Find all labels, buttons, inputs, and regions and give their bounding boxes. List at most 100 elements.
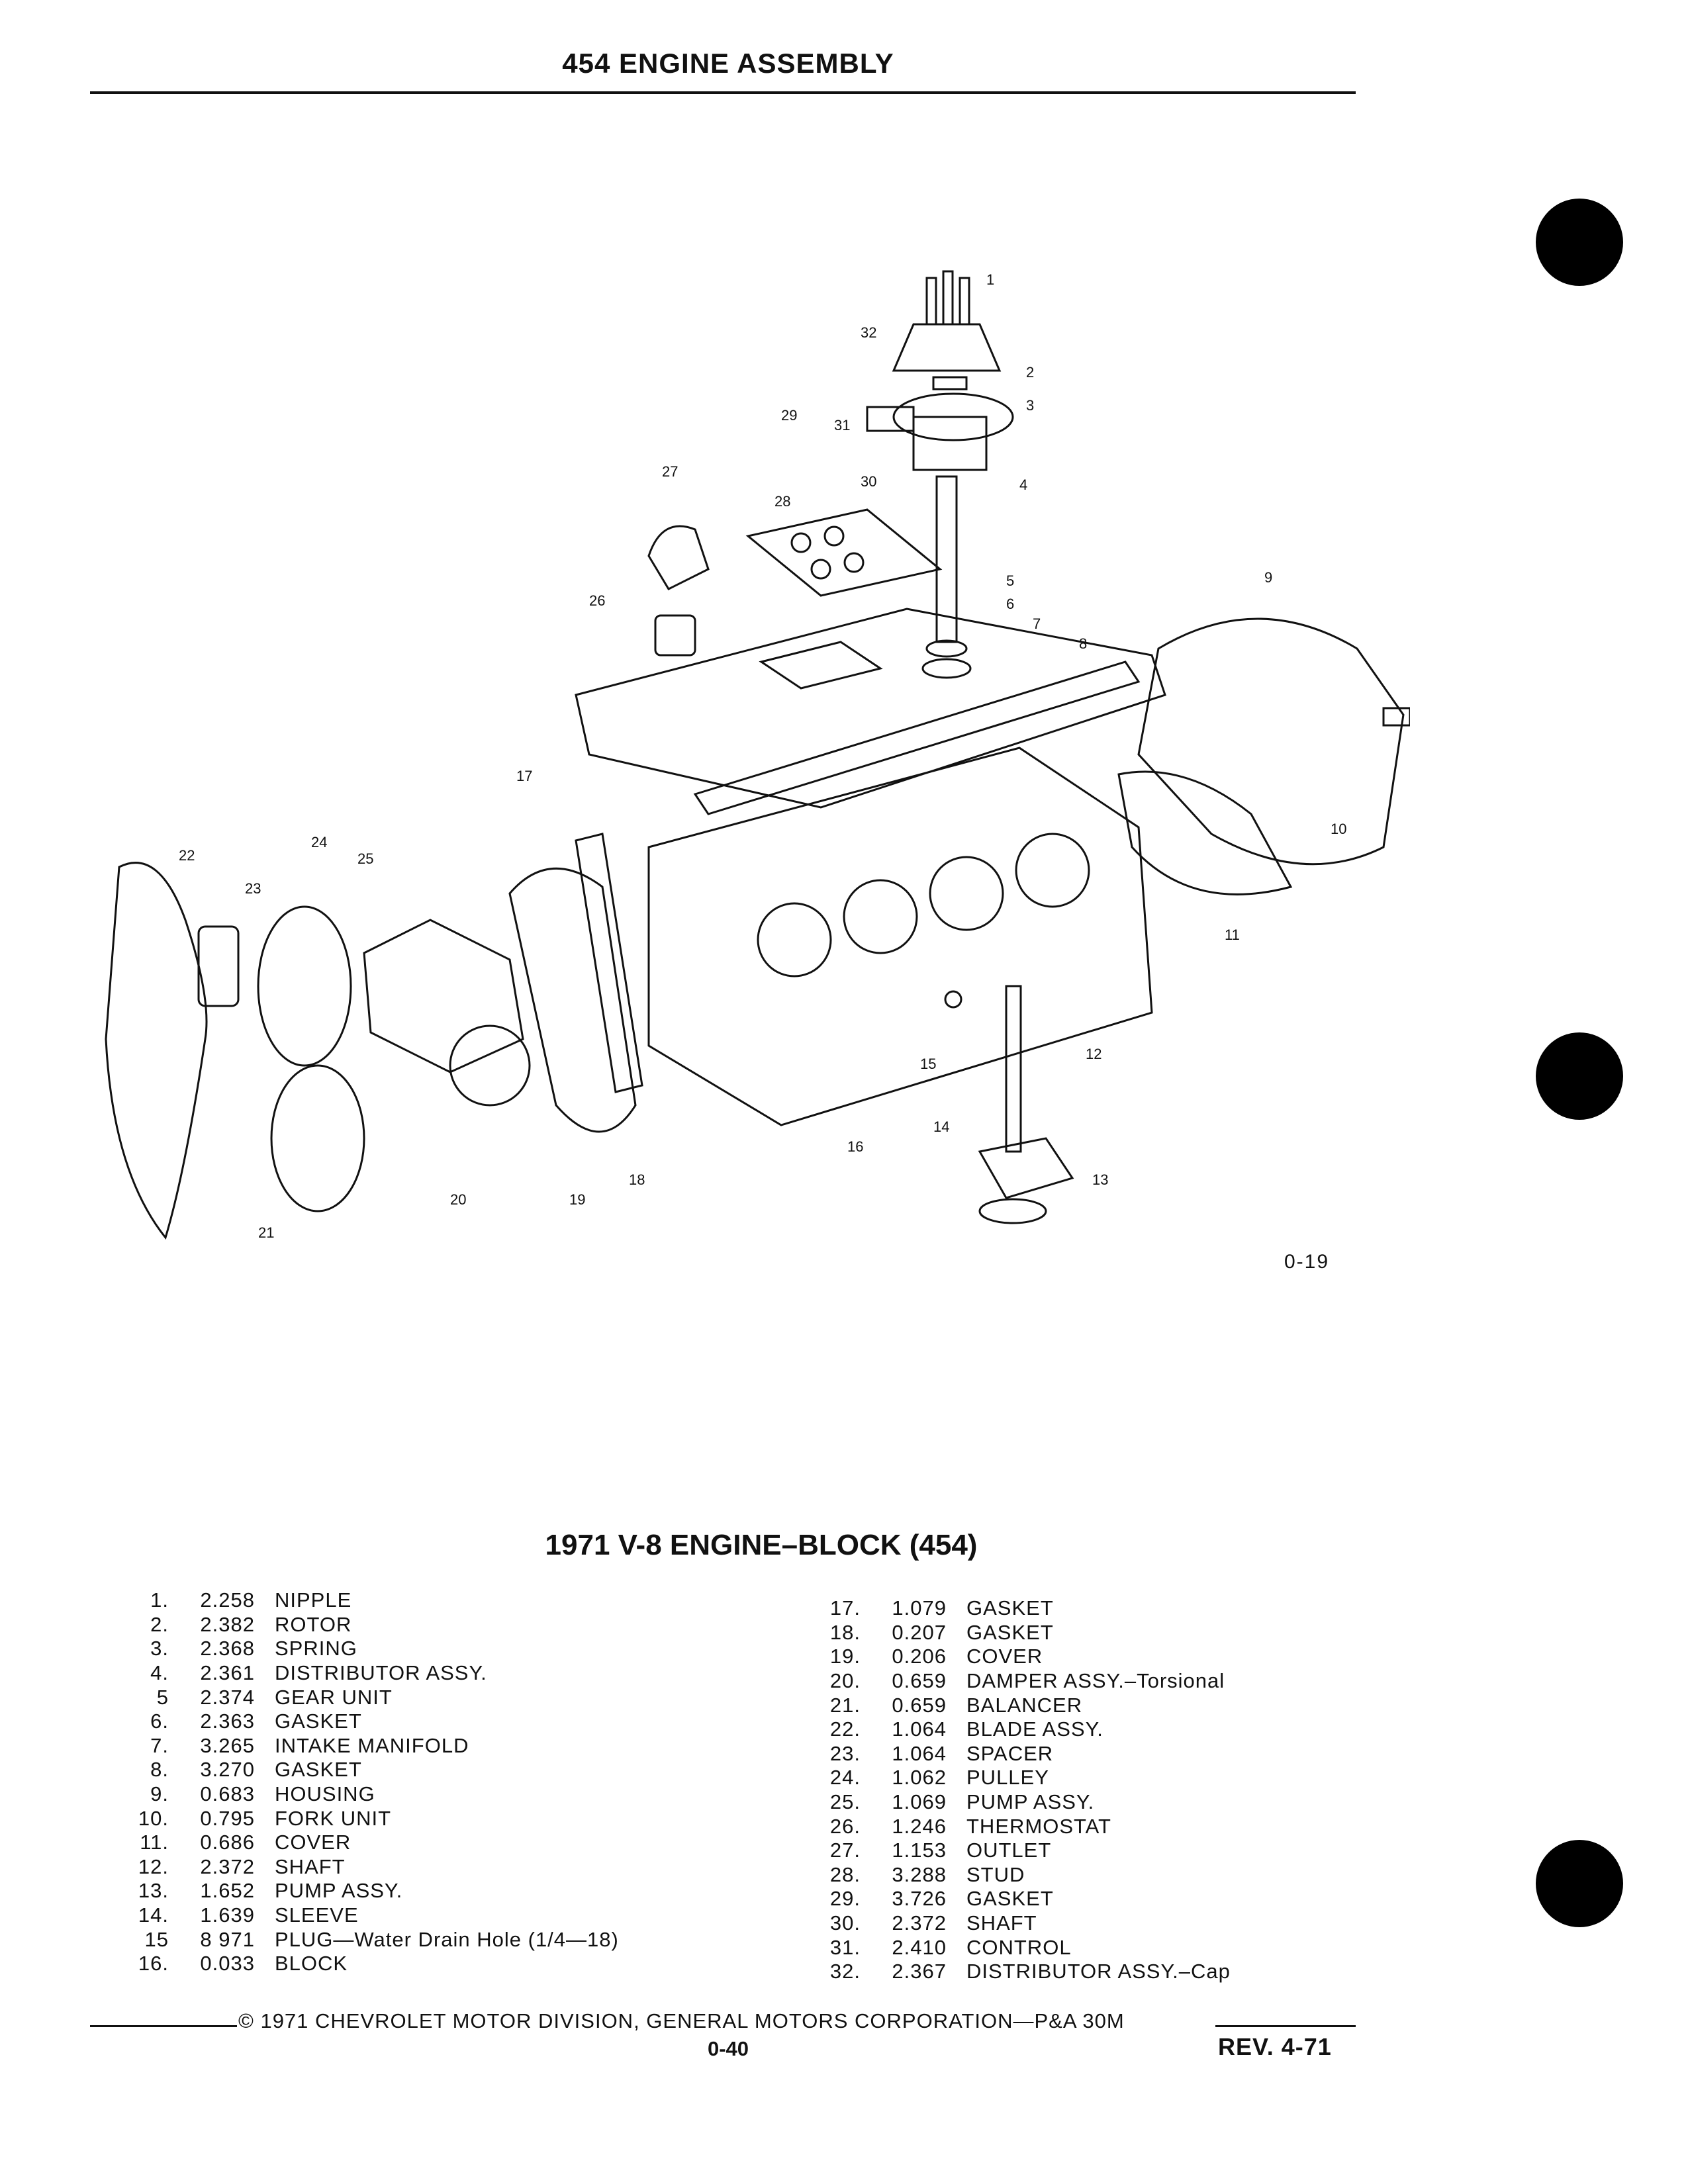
- callout-23: 23: [245, 880, 261, 897]
- part-code: 2.374: [200, 1685, 255, 1709]
- part-code: 2.363: [200, 1709, 255, 1733]
- part-number: 25.: [829, 1790, 861, 1814]
- part-code: 2.372: [200, 1854, 255, 1878]
- part-name: SPACER: [966, 1741, 1054, 1765]
- part-name: SLEEVE: [275, 1903, 359, 1927]
- part-name: SHAFT: [275, 1854, 346, 1878]
- parts-list-row: 12. 2.372 SHAFT: [122, 1855, 619, 1880]
- part-name: DISTRIBUTOR ASSY.: [275, 1661, 487, 1685]
- part-number: 24.: [829, 1766, 861, 1790]
- carburetor-gasket-shape: [745, 508, 943, 597]
- part-code: 2.258: [200, 1588, 255, 1612]
- part-name: BALANCER: [966, 1693, 1083, 1717]
- part-name: GASKET: [275, 1758, 362, 1782]
- callout-27: 27: [662, 463, 678, 480]
- callout-12: 12: [1086, 1046, 1102, 1062]
- callout-13: 13: [1092, 1171, 1108, 1188]
- part-code: 0.686: [200, 1831, 255, 1854]
- binder-hole-top: [1536, 199, 1623, 286]
- part-code: 3.270: [200, 1758, 255, 1782]
- callout-18: 18: [629, 1171, 645, 1188]
- callout-3: 3: [1026, 397, 1034, 414]
- footer-rule-left: [90, 2025, 237, 2027]
- part-code: 0.206: [892, 1645, 947, 1668]
- part-number: 17.: [829, 1596, 861, 1620]
- revision-label: REV. 4-71: [1218, 2033, 1332, 2060]
- damper-shape: [449, 1024, 531, 1107]
- bell-housing-shape: [1137, 617, 1405, 866]
- fork-unit-shape: [1382, 707, 1411, 727]
- part-name: OUTLET: [966, 1839, 1052, 1862]
- part-code: 1.079: [892, 1596, 947, 1620]
- part-number: 32.: [829, 1960, 861, 1983]
- part-number: 2.: [150, 1612, 169, 1636]
- parts-list-row: 11. 0.686 COVER: [122, 1831, 619, 1855]
- callout-1: 1: [986, 271, 994, 288]
- part-number: 11.: [140, 1831, 169, 1854]
- part-code: 0.033: [200, 1952, 255, 1976]
- part-number: 8.: [150, 1758, 169, 1782]
- callout-10: 10: [1331, 821, 1346, 837]
- part-name: BLADE ASSY.: [966, 1717, 1103, 1741]
- distributor-body-shape: [892, 392, 1014, 441]
- callout-labels: 1 2 3 4 5 6 7 8 9 10 11 12 13 14 15 16 1…: [179, 271, 1346, 1241]
- copyright-notice: © 1971 CHEVROLET MOTOR DIVISION, GENERAL…: [238, 2009, 1125, 2032]
- part-number: 10.: [138, 1806, 169, 1830]
- callout-20: 20: [450, 1191, 466, 1208]
- callout-5: 5: [1006, 572, 1014, 589]
- part-name: GASKET: [966, 1596, 1054, 1620]
- header-rule: [90, 91, 1356, 94]
- part-name: COVER: [275, 1831, 352, 1854]
- part-name: DAMPER ASSY.–Torsional: [966, 1669, 1225, 1693]
- part-code: 3.288: [892, 1862, 947, 1886]
- part-number: 12.: [138, 1854, 169, 1878]
- callout-21: 21: [258, 1224, 274, 1241]
- part-name: NIPPLE: [275, 1588, 352, 1612]
- oil-pump-shape: [978, 1137, 1074, 1199]
- part-number: 21.: [829, 1693, 861, 1717]
- callout-8: 8: [1079, 635, 1087, 652]
- part-name: ROTOR: [275, 1612, 352, 1636]
- callout-6: 6: [1006, 596, 1014, 612]
- part-number: 16.: [138, 1952, 169, 1976]
- exploded-engine-diagram: 1 2 3 4 5 6 7 8 9 10 11 12 13 14 15 16 1…: [99, 238, 1411, 1271]
- part-number: 4.: [150, 1661, 169, 1685]
- part-name: CONTROL: [966, 1935, 1072, 1959]
- part-code: 1.246: [892, 1814, 947, 1838]
- part-name: DISTRIBUTOR ASSY.–Cap: [966, 1960, 1231, 1983]
- callout-22: 22: [179, 847, 195, 864]
- callout-11: 11: [1225, 927, 1240, 943]
- callout-16: 16: [847, 1138, 863, 1155]
- callout-7: 7: [1033, 615, 1041, 632]
- rotor-shape: [932, 376, 968, 390]
- callout-14: 14: [933, 1118, 949, 1135]
- outlet-shape: [647, 525, 710, 590]
- part-number: 30.: [829, 1911, 861, 1935]
- part-number: 29.: [829, 1887, 861, 1911]
- intake-manifold-shape: [575, 608, 1166, 809]
- footer-rule-right: [1215, 2025, 1356, 2027]
- part-number: 27.: [829, 1839, 861, 1862]
- figure-code: 0-19: [1284, 1251, 1330, 1273]
- distributor-shaft-shape: [935, 475, 958, 643]
- part-code: 2.372: [892, 1911, 947, 1935]
- distributor-terminal: [925, 277, 937, 326]
- callout-29: 29: [781, 407, 797, 424]
- front-gasket-shape: [575, 833, 643, 1093]
- callout-32: 32: [861, 324, 876, 341]
- callout-19: 19: [569, 1191, 585, 1208]
